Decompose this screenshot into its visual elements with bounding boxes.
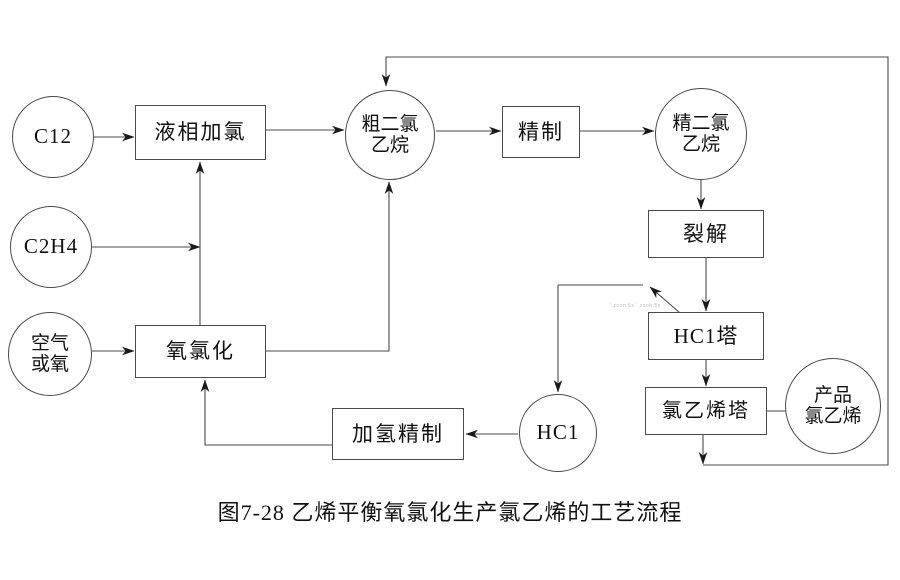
node-cl2-label: C12 xyxy=(33,124,72,149)
node-cl2[interactable]: C12 xyxy=(12,96,94,178)
node-crude-edc-label: 粗二氯 乙烷 xyxy=(361,113,419,156)
node-vcm-tower[interactable]: 氯乙烯塔 xyxy=(645,387,767,435)
node-refining-label: 精制 xyxy=(518,119,564,144)
node-air-oxygen[interactable]: 空气 或氧 xyxy=(8,312,92,396)
node-oxychlorination[interactable]: 氧氯化 xyxy=(135,325,266,378)
scan-artifact-text: '.zoon 5x '.zoon 5x xyxy=(610,303,661,309)
node-air-oxygen-label: 空气 或氧 xyxy=(30,332,69,375)
node-c2h4-label: C2H4 xyxy=(23,234,79,259)
node-vcm-tower-label: 氯乙烯塔 xyxy=(662,399,750,422)
connector-vcm-tower-recycle-loop xyxy=(381,56,889,466)
node-hcl[interactable]: HC1 xyxy=(519,394,597,472)
node-hydro-refining-label: 加氢精制 xyxy=(352,421,444,446)
node-liquid-chlorination[interactable]: 液相加氯 xyxy=(135,105,266,160)
node-hcl-tower[interactable]: HC1塔 xyxy=(648,312,764,360)
figure-caption: 图7-28 乙烯平衡氧氯化生产氯乙烯的工艺流程 xyxy=(217,500,683,525)
node-pure-edc-label: 精二氯 乙烷 xyxy=(672,112,730,155)
node-hcl-label: HC1 xyxy=(536,420,580,445)
node-c2h4[interactable]: C2H4 xyxy=(10,206,92,288)
connector-oxychlorination-to-crude xyxy=(266,181,394,352)
node-product-vcm[interactable]: 产品 氯乙烯 xyxy=(785,358,881,454)
node-liquid-chlorination-label: 液相加氯 xyxy=(154,120,247,145)
node-cracking-label: 裂解 xyxy=(683,221,729,246)
connector-hydro-refining-to-oxychlorination xyxy=(200,379,332,446)
node-hydro-refining[interactable]: 加氢精制 xyxy=(332,408,464,460)
connector-hcl-tower-leader-diagonal xyxy=(649,286,681,314)
node-oxychlorination-label: 氧氯化 xyxy=(166,339,235,364)
node-product-vcm-label: 产品 氯乙烯 xyxy=(804,384,862,427)
node-cracking[interactable]: 裂解 xyxy=(648,210,764,258)
node-refining[interactable]: 精制 xyxy=(502,106,580,158)
node-pure-edc[interactable]: 精二氯 乙烷 xyxy=(655,88,747,180)
node-hcl-tower-label: HC1塔 xyxy=(673,323,739,348)
node-crude-edc[interactable]: 粗二氯 乙烷 xyxy=(345,90,435,180)
